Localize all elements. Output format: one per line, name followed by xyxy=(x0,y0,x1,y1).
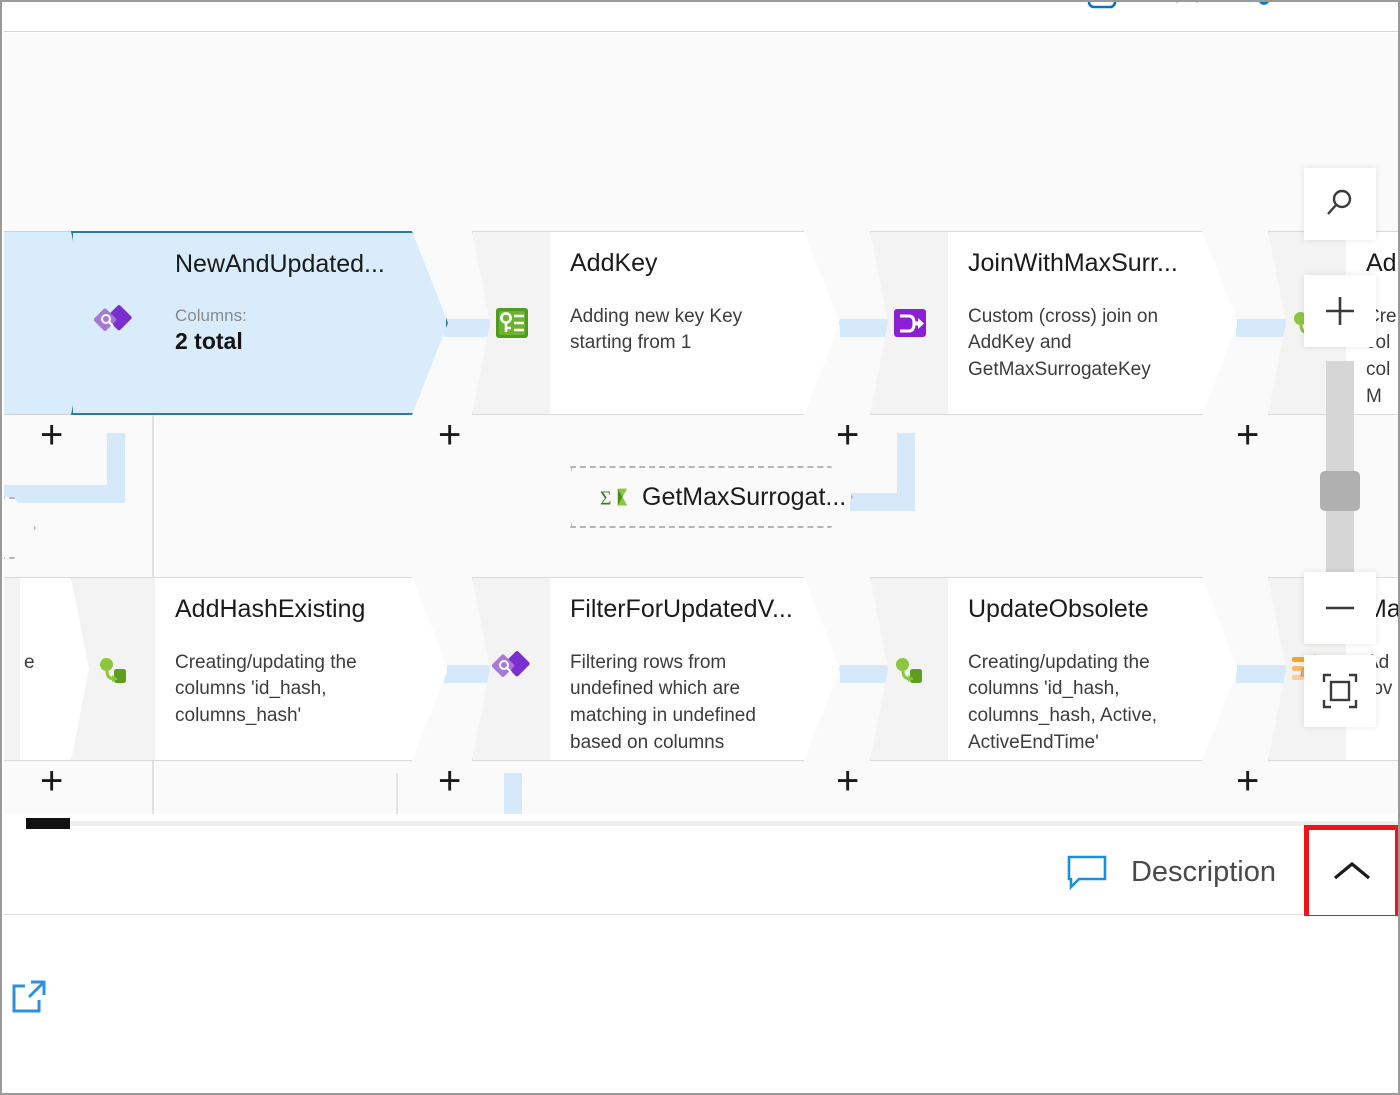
node-subtitle: Adding new key Key starting from 1 xyxy=(570,305,743,354)
node-icon-column xyxy=(4,231,20,415)
node-icon-column xyxy=(71,577,155,761)
node-icon-column xyxy=(71,231,155,415)
connector xyxy=(897,433,915,511)
aggregate-icon: Σ xyxy=(600,482,630,512)
rectangle-select-icon[interactable] xyxy=(1079,2,1125,20)
scrollbar-rail xyxy=(70,821,1398,826)
refresh-icon[interactable] xyxy=(1164,2,1210,20)
zoom-in-button[interactable] xyxy=(1304,275,1376,347)
add-transformation-handle[interactable]: + xyxy=(1236,413,1260,457)
node-icon-column xyxy=(472,577,550,761)
node-title: AddHashExisting xyxy=(175,596,366,623)
plus-icon xyxy=(1326,297,1354,325)
node-filter-for-updated[interactable]: FilterForUpdatedV... Filtering rows from… xyxy=(472,577,840,761)
node-body: FilterForUpdatedV... Filtering rows from… xyxy=(550,577,840,761)
connector xyxy=(107,433,125,493)
connector xyxy=(4,485,125,503)
data-flow-canvas[interactable]: + NewAndUpdated... Columns: 2 total + xyxy=(4,33,1398,814)
derived-column-icon xyxy=(895,658,922,683)
connector xyxy=(850,493,915,511)
node-join-with-max-surrogate[interactable]: JoinWithMaxSurr... Custom (cross) join o… xyxy=(870,231,1238,415)
connector xyxy=(840,319,892,337)
node-subtitle: Custom (cross) join on AddKey and GetMax… xyxy=(968,305,1159,381)
node-title: NewAndUpdated... xyxy=(175,251,385,278)
fit-to-screen-icon xyxy=(1322,673,1358,709)
node-icon-column xyxy=(472,231,550,415)
add-transformation-handle[interactable]: + xyxy=(438,759,462,803)
scrollbar-thumb[interactable] xyxy=(26,818,70,829)
node-add-hash-existing[interactable]: AddHashExisting Creating/updating the co… xyxy=(71,577,448,761)
node-title: UpdateObsolete xyxy=(968,596,1149,623)
node-body: UpdateObsolete Creating/updating the col… xyxy=(948,577,1238,761)
top-toolbar xyxy=(4,2,1398,32)
zoom-search-button[interactable] xyxy=(1304,168,1376,240)
comment-icon xyxy=(1067,855,1107,891)
connector xyxy=(444,319,494,337)
add-transformation-handle[interactable]: + xyxy=(438,413,462,457)
description-collapse-highlight xyxy=(1304,824,1398,920)
collapsed-node-label: GetMaxSurrogat... xyxy=(642,482,847,511)
minus-icon xyxy=(1326,606,1354,610)
open-in-new-window-icon[interactable] xyxy=(8,976,50,1018)
node-title: FilterForUpdatedV... xyxy=(570,596,793,623)
node-subtitle: Creating/updating the columns 'id_hash, … xyxy=(968,651,1158,754)
canvas-gridline xyxy=(396,773,398,814)
search-icon xyxy=(1327,189,1352,215)
node-icon-column xyxy=(870,231,948,415)
zoom-fit-button[interactable] xyxy=(1304,655,1376,727)
add-transformation-handle[interactable]: + xyxy=(836,759,860,803)
node-collapsed-get-max-surrogate[interactable]: Σ GetMaxSurrogat... xyxy=(570,466,853,528)
node-body: NewAndUpdated... Columns: 2 total xyxy=(155,231,448,415)
join-transformation-icon xyxy=(893,309,926,337)
connector xyxy=(1236,319,1296,337)
node-icon-column xyxy=(4,577,20,761)
connector xyxy=(444,665,494,683)
description-bar: Description xyxy=(4,824,1398,920)
description-pane xyxy=(4,916,1398,1093)
node-collapsed-left[interactable]: ng xyxy=(4,497,36,559)
node-add-key[interactable]: AddKey Adding new key Key starting from … xyxy=(472,231,840,415)
svg-text:Σ: Σ xyxy=(600,488,611,510)
chevron-up-icon[interactable] xyxy=(1327,856,1377,888)
node-title: AddKey xyxy=(570,250,658,277)
connector xyxy=(504,773,522,814)
node-body: JoinWithMaxSurr... Custom (cross) join o… xyxy=(948,231,1238,415)
add-transformation-handle[interactable]: + xyxy=(1236,759,1260,803)
derived-column-icon xyxy=(99,658,126,683)
node-subtitle: Filtering rows from undefined which are … xyxy=(570,651,756,754)
node-title: Ad xyxy=(1366,250,1397,277)
node-update-obsolete[interactable]: UpdateObsolete Creating/updating the col… xyxy=(870,577,1238,761)
node-subtitle: Creating/updating the columns 'id_hash, … xyxy=(175,651,357,727)
node-stat-label: Columns: xyxy=(175,305,247,325)
node-subtitle: e xyxy=(24,651,35,673)
canvas-horizontal-scrollbar[interactable] xyxy=(4,814,1398,830)
settings-slider-icon[interactable] xyxy=(1246,2,1292,20)
add-transformation-handle[interactable]: + xyxy=(40,759,64,803)
node-icon-column xyxy=(870,577,948,761)
add-transformation-handle[interactable]: + xyxy=(836,413,860,457)
add-transformation-handle[interactable]: + xyxy=(40,413,64,457)
node-body: AddKey Adding new key Key starting from … xyxy=(550,231,840,415)
node-new-and-updated[interactable]: NewAndUpdated... Columns: 2 total xyxy=(71,231,448,415)
select-transformation-icon xyxy=(94,305,132,331)
canvas-gridline xyxy=(152,233,154,814)
zoom-slider-handle[interactable] xyxy=(1320,471,1360,511)
node-stat-value: 2 total xyxy=(175,327,243,354)
select-transformation-icon xyxy=(491,651,530,677)
node-title: JoinWithMaxSurr... xyxy=(968,250,1178,277)
connector xyxy=(840,665,892,683)
connector xyxy=(1236,665,1296,683)
zoom-out-button[interactable] xyxy=(1304,572,1376,644)
node-body: AddHashExisting Creating/updating the co… xyxy=(155,577,448,761)
surrogate-key-icon xyxy=(495,308,528,338)
description-label: Description xyxy=(1130,855,1276,888)
